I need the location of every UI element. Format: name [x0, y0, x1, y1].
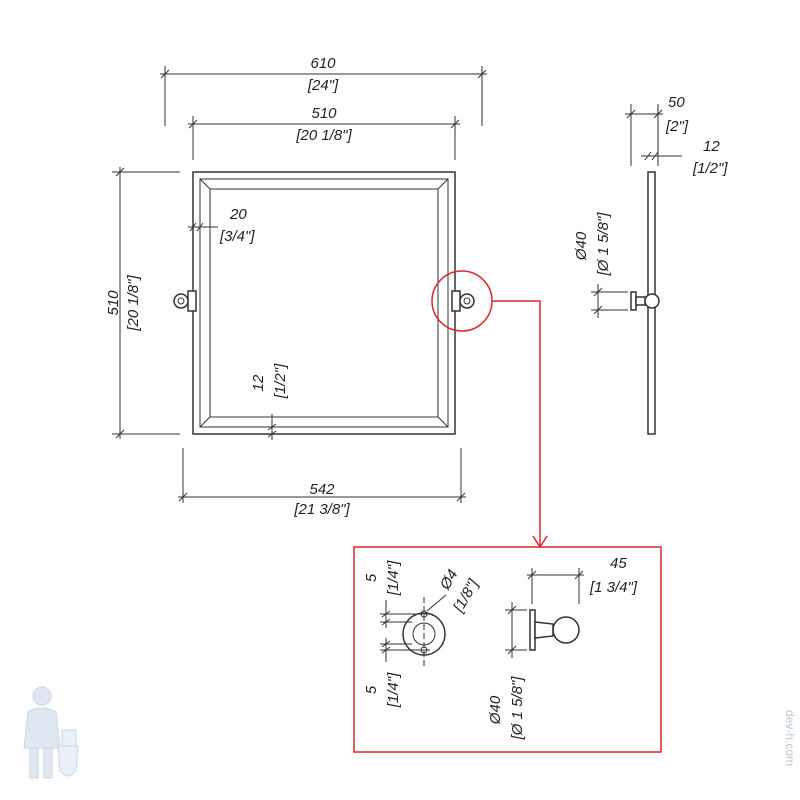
height-mm: 510: [105, 290, 122, 316]
frame-margin-mm: 20: [229, 206, 247, 223]
detail-bracket-depth-mm: 45: [610, 555, 627, 572]
hole-bottom-offset-mm: 5: [363, 685, 380, 694]
inner-width-mm: 510: [311, 105, 337, 122]
inner-width-inch: [20 1/8"]: [295, 127, 352, 144]
dim-side-thickness: 12 [1/2"]: [641, 138, 728, 177]
left-pivot-knob: [173, 290, 197, 312]
dim-height: 510 [20 1/8"]: [105, 167, 180, 439]
callout-leader: [492, 300, 548, 549]
detail-view: 5 [1/4"] Ø4 [1/8"] 5 [1/4"]: [353, 546, 662, 753]
detail-frame: [353, 546, 662, 753]
overall-width-mm: 610: [310, 55, 336, 72]
dim-side-knob-diameter: Ø40 [Ø 1 5/8"]: [573, 212, 628, 318]
detail-bracket-depth-inch: [1 3/4"]: [589, 579, 638, 596]
side-knob-diameter-mm: Ø40: [573, 231, 590, 261]
side-knob-diameter-inch: [Ø 1 5/8"]: [595, 212, 612, 277]
right-pivot-knob: [451, 290, 475, 312]
hole-top-offset-mm: 5: [363, 573, 380, 582]
bottom-offset-mm: 12: [250, 374, 267, 391]
mirror-glass: [209, 188, 439, 418]
frame-margin-inch: [3/4"]: [219, 228, 255, 245]
dim-hole-bottom-offset: 5 [1/4"]: [363, 638, 402, 708]
mirror-outer-frame: [192, 171, 456, 435]
dim-overall-width: 610 [24"]: [160, 55, 487, 126]
side-knob: [630, 291, 660, 311]
bracket-side-detail: [529, 609, 580, 651]
height-inch: [20 1/8"]: [125, 274, 142, 331]
dim-hole-diameter: Ø4 [1/8"]: [426, 567, 483, 616]
side-thickness-inch: [1/2"]: [692, 160, 728, 177]
dim-hole-top-offset: 5 [1/4"]: [363, 560, 402, 628]
hole-top-offset-inch: [1/4"]: [385, 560, 402, 596]
dim-inner-width: 510 [20 1/8"]: [188, 105, 460, 160]
plate-diameter-mm: Ø40: [487, 695, 504, 725]
dim-base-width: 542 [21 3/8"]: [178, 448, 466, 518]
side-bracket-depth-inch: [2"]: [665, 118, 689, 135]
dim-bottom-offset: 12 [1/2"]: [250, 363, 289, 440]
overall-width-inch: [24"]: [307, 77, 339, 94]
watermark-text: dev-h.com: [783, 710, 797, 766]
side-bracket-depth-mm: 50: [668, 94, 685, 111]
hole-bottom-offset-inch: [1/4"]: [385, 672, 402, 708]
dim-side-bracket-depth: 50 [2"]: [625, 94, 689, 166]
base-width-inch: [21 3/8"]: [293, 501, 350, 518]
mounting-plate-front: [380, 597, 446, 668]
plumber-mascot-icon: [23, 686, 79, 779]
plate-diameter-inch: [Ø 1 5/8"]: [509, 676, 526, 741]
side-thickness-mm: 12: [703, 138, 720, 155]
dim-detail-bracket-depth: 45 [1 3/4"]: [527, 555, 638, 604]
dim-plate-diameter: Ø40 [Ø 1 5/8"]: [487, 602, 527, 740]
bottom-offset-inch: [1/2"]: [272, 363, 289, 399]
front-view: 610 [24"] 510 [20 1/8"] 510 [20 1/8"]: [105, 55, 493, 518]
base-width-mm: 542: [309, 481, 335, 498]
mirror-inner-bevel: [199, 178, 449, 428]
side-view: 50 [2"] 12 [1/2"] Ø40 [Ø 1 5/8"]: [573, 94, 728, 435]
dim-frame-margin: 20 [3/4"]: [188, 206, 255, 245]
hole-diameter-mm: Ø4: [436, 567, 461, 594]
